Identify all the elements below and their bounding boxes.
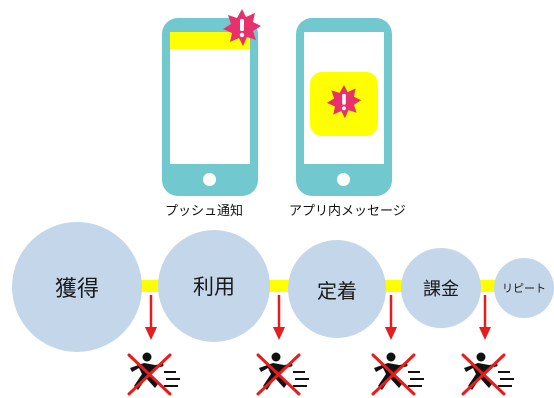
stage-label: 獲得 bbox=[54, 277, 99, 302]
churn-arrow-down-icon bbox=[273, 295, 285, 340]
churn-arrow-down-icon bbox=[145, 295, 157, 340]
running-person-crossed-out-icon bbox=[371, 352, 424, 396]
stage-circle-usage: 利用 bbox=[158, 230, 270, 342]
stage-label: 利用 bbox=[193, 275, 235, 299]
stage-label: 定着 bbox=[317, 278, 357, 303]
stage-connector bbox=[140, 280, 162, 292]
stage-label: リピート bbox=[502, 282, 546, 295]
running-person-crossed-out-icon bbox=[461, 352, 514, 396]
phone-caption-in-app: アプリ内メッセージ bbox=[289, 204, 406, 219]
push-notification-banner bbox=[170, 32, 250, 49]
stage-label: 課金 bbox=[423, 279, 459, 300]
stage-connector bbox=[268, 280, 290, 292]
phone-push-notification bbox=[162, 18, 258, 196]
home-button bbox=[337, 173, 350, 186]
stage-connector bbox=[385, 280, 405, 292]
stage-connector bbox=[478, 280, 496, 292]
phone-screen bbox=[170, 32, 250, 164]
stage-circle-monetization: 課金 bbox=[401, 248, 481, 328]
push-notification-badge-icon bbox=[223, 9, 261, 46]
stage-circle-repeat: リピート bbox=[494, 258, 554, 318]
stage-circle-retention: 定着 bbox=[288, 240, 386, 338]
running-person-crossed-out-icon bbox=[127, 352, 180, 396]
churn-arrow-down-icon bbox=[479, 295, 491, 340]
phone-caption-push: プッシュ通知 bbox=[165, 204, 244, 219]
stage-circle-acquisition: 獲得 bbox=[12, 222, 142, 352]
in-app-message-badge-icon bbox=[326, 84, 362, 119]
churn-arrow-down-icon bbox=[385, 295, 397, 340]
running-person-crossed-out-icon bbox=[256, 352, 309, 396]
home-button bbox=[203, 173, 216, 186]
